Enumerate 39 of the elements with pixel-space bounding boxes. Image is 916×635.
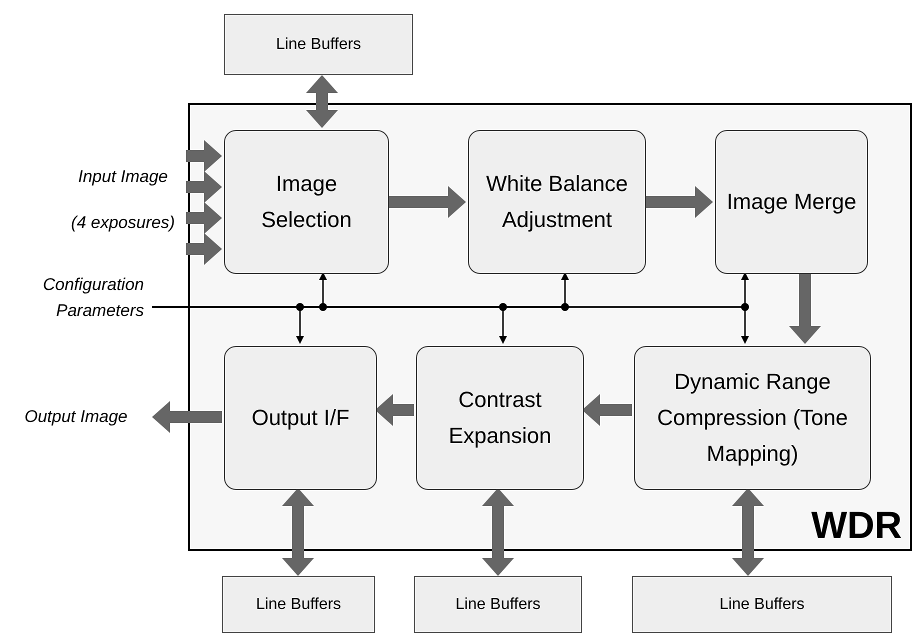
process-box xyxy=(468,130,646,274)
data-arrow xyxy=(186,140,222,172)
node-text: Configuration Parameters xyxy=(42,274,145,322)
node-text: Dynamic Range Compression (Tone Mapping) xyxy=(656,368,849,468)
process-box xyxy=(224,346,377,490)
node-text: Input Image (4 exposures) xyxy=(70,166,176,234)
data-arrow xyxy=(186,233,222,265)
data-arrow xyxy=(306,75,338,128)
node-text: Image Selection xyxy=(260,170,353,234)
data-arrow xyxy=(282,488,314,576)
buffer-box xyxy=(632,576,892,633)
data-arrow xyxy=(732,488,764,576)
data-arrow xyxy=(644,186,713,218)
node-text: Line Buffers xyxy=(254,594,342,614)
node-text: Output I/F xyxy=(250,404,350,432)
node-text: Contrast Expansion xyxy=(448,386,552,450)
data-arrow xyxy=(482,488,514,576)
node-text: White Balance Adjustment xyxy=(485,170,629,234)
data-arrow xyxy=(186,202,222,234)
data-arrow xyxy=(186,171,222,203)
process-box xyxy=(416,346,584,490)
block-title: WDR xyxy=(811,507,902,545)
process-box xyxy=(715,130,868,274)
buffer-box xyxy=(224,14,413,75)
process-box xyxy=(634,346,871,490)
node-text: Output Image xyxy=(23,406,128,428)
data-arrow xyxy=(789,272,821,344)
node-text: Line Buffers xyxy=(274,34,362,54)
data-arrow xyxy=(387,186,466,218)
data-arrow xyxy=(152,401,222,433)
data-arrow xyxy=(582,394,632,426)
data-arrow xyxy=(375,394,414,426)
buffer-box xyxy=(414,576,582,633)
buffer-box xyxy=(222,576,375,633)
wdr-block xyxy=(188,103,912,551)
process-box xyxy=(224,130,389,274)
node-text: Line Buffers xyxy=(718,594,806,614)
node-text: Line Buffers xyxy=(454,594,542,614)
node-text: Image Merge xyxy=(726,188,858,216)
